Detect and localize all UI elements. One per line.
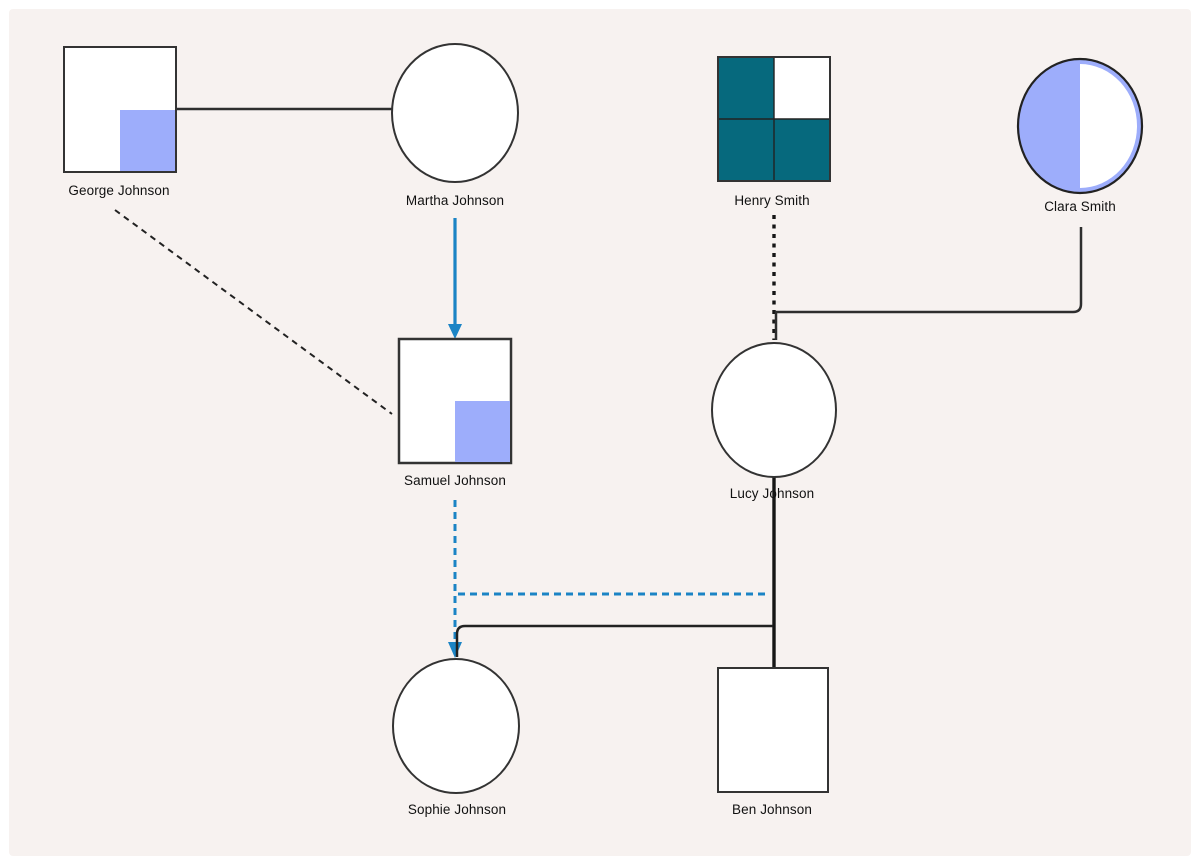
label-ben-johnson: Ben Johnson [732, 802, 812, 817]
node-sophie-johnson[interactable] [392, 658, 520, 794]
node-martha-johnson[interactable] [391, 43, 519, 183]
henry-quadrant-bottom-left [719, 119, 774, 180]
node-henry-smith[interactable] [717, 56, 831, 182]
clara-right-half-white [1080, 64, 1137, 188]
node-george-johnson[interactable] [63, 46, 177, 173]
edge-lucy-sophie-elbow[interactable] [455, 624, 773, 657]
george-carrier-quadrant [120, 110, 175, 171]
edge-samuel-sophie-arrow[interactable] [448, 500, 462, 658]
node-samuel-johnson[interactable] [397, 337, 513, 465]
edge-martha-samuel-arrow[interactable] [448, 218, 462, 339]
label-martha-johnson: Martha Johnson [405, 193, 505, 208]
diagram-canvas[interactable] [9, 9, 1191, 856]
node-clara-smith[interactable] [1016, 57, 1144, 195]
edge-clara-lucy-elbow[interactable] [774, 227, 1083, 340]
ben-square[interactable] [717, 667, 829, 793]
henry-quadrant-top-left [719, 58, 774, 119]
label-henry-smith: Henry Smith [734, 193, 810, 208]
samuel-carrier-quadrant [455, 401, 510, 462]
label-sophie-johnson: Sophie Johnson [407, 802, 507, 817]
node-ben-johnson[interactable] [717, 667, 829, 793]
lucy-circle[interactable] [711, 342, 837, 478]
sophie-circle[interactable] [392, 658, 520, 794]
henry-quadrant-bottom-right [774, 119, 829, 180]
edge-george-samuel-dashed[interactable] [114, 209, 393, 415]
arrowhead-down-icon [448, 642, 462, 658]
arrowhead-down-icon [448, 324, 462, 339]
label-lucy-johnson: Lucy Johnson [729, 486, 815, 501]
label-clara-smith: Clara Smith [1044, 199, 1116, 214]
label-samuel-johnson: Samuel Johnson [404, 473, 506, 488]
martha-circle[interactable] [391, 43, 519, 183]
node-lucy-johnson[interactable] [711, 342, 837, 478]
label-george-johnson: George Johnson [68, 183, 170, 198]
